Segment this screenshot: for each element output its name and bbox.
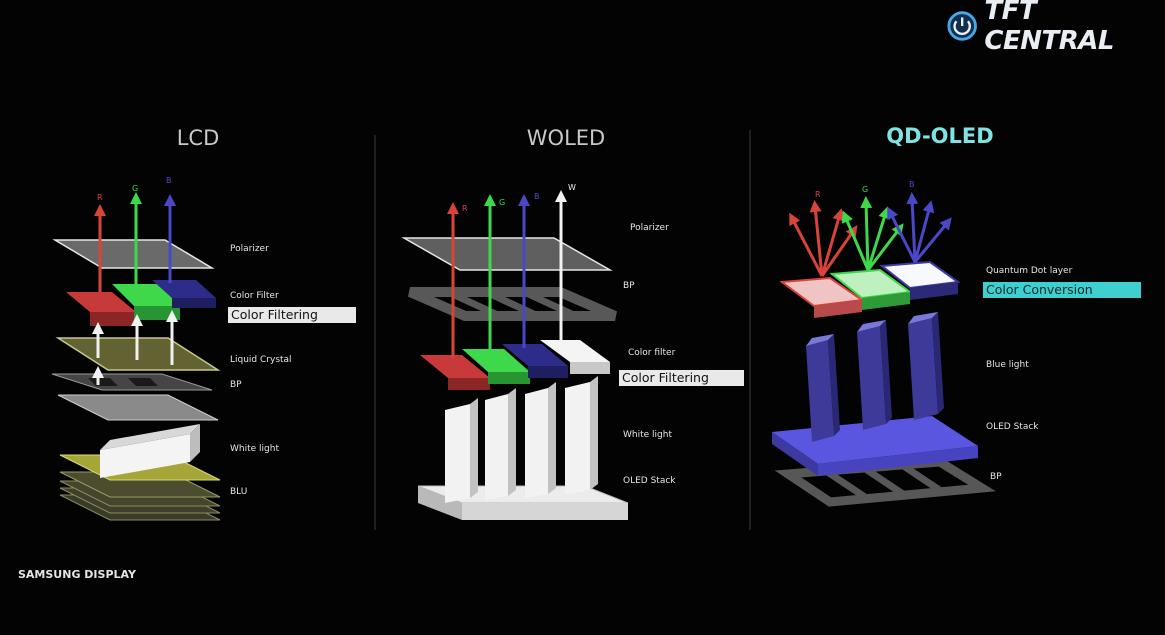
layer-label: Blue light [986,360,1029,370]
woled-color-filter [420,340,610,390]
highlight-tag: Color Filtering [619,370,744,386]
lcd-color-filter [66,280,216,326]
woled-polarizer-layer [404,238,610,270]
channel-label: W [568,183,576,192]
lcd-polarizer-layer [55,240,212,268]
layer-label: Liquid Crystal [230,355,292,365]
channel-label: G [499,198,505,207]
woled-stack [404,196,628,520]
light-arrow-icon [866,202,868,270]
qdoled-stack [772,198,982,502]
column-title-qdoled: QD-OLED [886,124,993,148]
channel-label: R [815,190,821,199]
layer-label: White light [230,444,279,454]
layer-label: OLED Stack [986,422,1039,432]
highlight-tag: Color Filtering [228,307,356,323]
light-arrow-icon [912,198,915,262]
column-title-lcd: LCD [177,126,220,150]
channel-label: R [97,193,103,202]
layer-label: Quantum Dot layer [986,266,1072,276]
channel-label: R [462,204,468,213]
qdoled-blue-emission [890,198,948,262]
qdoled-quantum-dot-layer [782,262,958,318]
layer-label: BP [990,472,1002,482]
layer-label: Polarizer [230,244,269,254]
light-arrow-icon [822,230,854,276]
woled-white-light-pillars [445,376,598,503]
channel-label: G [132,184,138,193]
lcd-stack [52,198,220,520]
column-title-woled: WOLED [527,126,605,150]
channel-label: B [166,176,172,185]
woled-bp-layer [410,292,615,316]
highlight-tag: Color Conversion [983,282,1141,298]
layer-label: BP [623,281,635,291]
layer-label: White light [623,430,672,440]
light-arrow-icon [868,212,886,270]
layer-label: Polarizer [630,223,669,233]
light-arrow-icon [822,214,840,276]
footer-credit: SAMSUNG DISPLAY [18,568,136,581]
lcd-bp-layer [58,395,218,420]
light-arrow-icon [845,216,868,270]
channel-label: B [909,180,915,189]
layer-label: Color filter [628,348,675,358]
layer-label: OLED Stack [623,476,676,486]
layer-label: BLU [230,487,247,497]
channel-label: G [862,185,868,194]
light-arrow-icon [868,228,900,270]
layer-label: Color Filter [230,291,279,301]
layer-label: BP [230,380,242,390]
channel-label: B [534,192,540,201]
